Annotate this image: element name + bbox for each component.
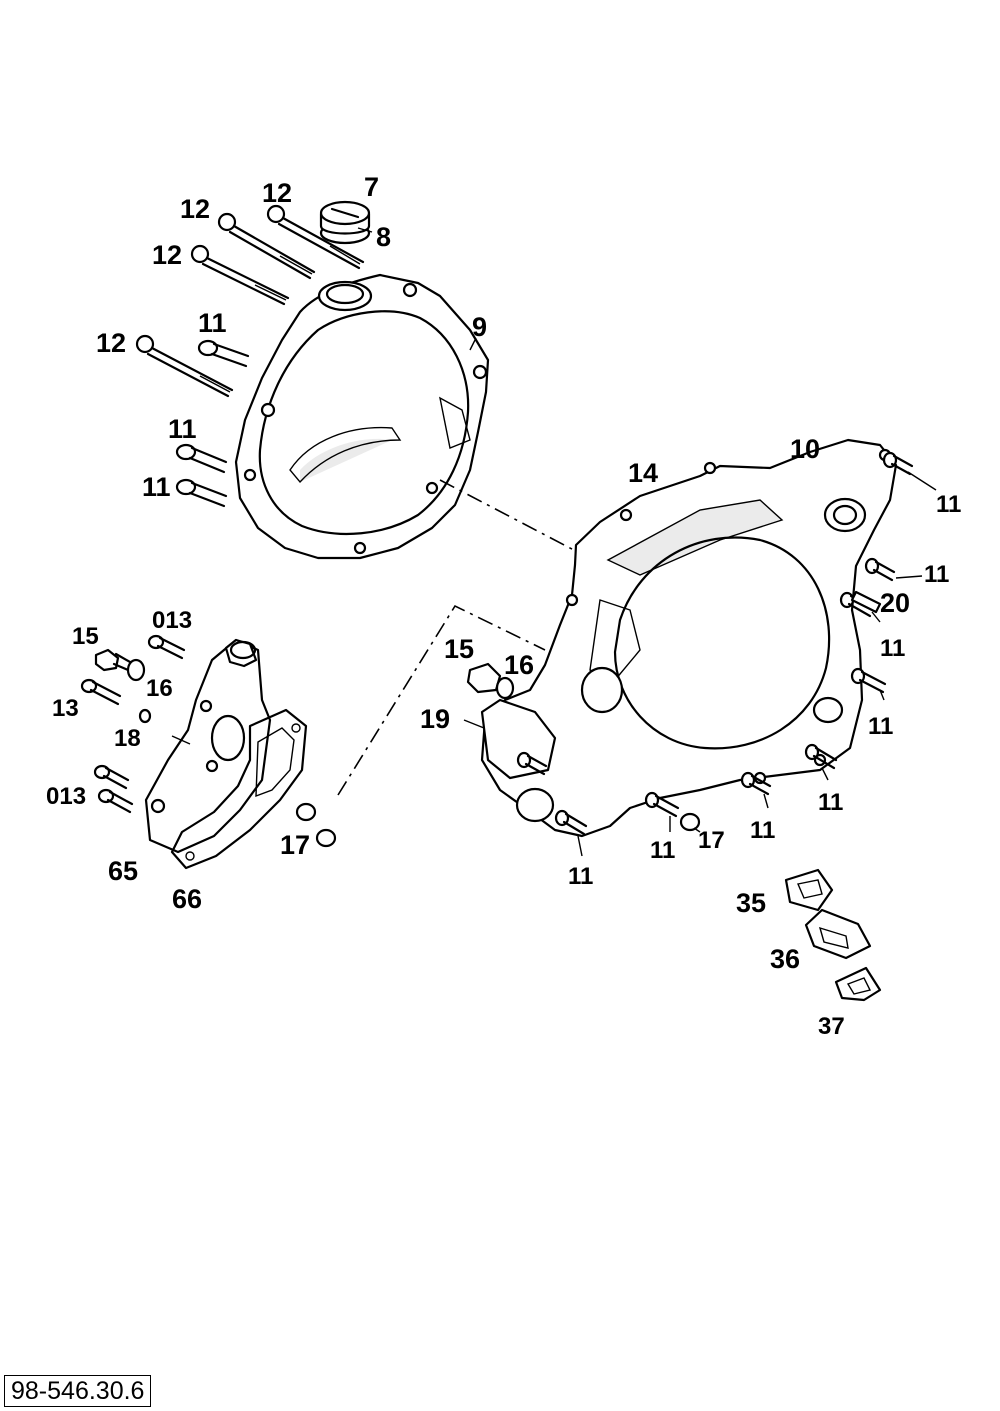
label-66: 66 [172,884,202,914]
label-9: 9 [472,312,487,342]
label-37: 37 [818,1013,845,1040]
label-19: 19 [420,704,450,734]
label-15-middle: 15 [444,634,474,664]
label-11-d: 11 [936,491,961,518]
label-36: 36 [770,944,800,974]
label-18: 18 [114,725,141,752]
ignition-cover-part [480,438,898,838]
label-16-left: 16 [146,675,173,702]
label-12-c: 12 [152,240,182,270]
label-17-right: 17 [698,827,725,854]
rubber-parts [784,868,882,1002]
label-8: 8 [376,222,391,252]
label-013-top: 013 [152,607,192,634]
label-16-middle: 16 [504,650,534,680]
label-12-d: 12 [96,328,126,358]
label-11-k: 11 [568,863,593,890]
dowel-part [850,590,882,614]
label-013-bottom: 013 [46,783,86,810]
leader-lines [171,227,937,857]
label-11-e: 11 [924,561,949,588]
filler-cap-part [319,200,371,245]
label-11-j: 11 [650,837,675,864]
label-11-i: 11 [750,817,775,844]
short-bolts-upper [175,339,250,508]
label-35: 35 [736,888,766,918]
clutch-cover-part [234,273,490,560]
label-12-a: 12 [262,178,292,208]
label-11-h: 11 [818,789,843,816]
document-reference: 98-546.30.6 [4,1375,152,1407]
sleeve-middle [679,812,701,832]
water-pump-gasket-part [170,708,308,870]
label-17-left: 17 [280,830,310,860]
label-12-b: 12 [180,194,210,224]
label-11-f: 11 [880,635,905,662]
long-bolts [135,204,365,398]
callout-labels: 7 8 9 10 12 12 12 12 11 11 11 14 11 11 2… [46,172,961,1040]
label-65: 65 [108,856,138,886]
label-10: 10 [790,434,820,464]
label-11-a: 11 [198,308,227,338]
label-20: 20 [880,588,910,618]
short-bolts-right [516,451,914,836]
label-15-left: 15 [72,623,99,650]
water-pump-cover-part [144,638,272,854]
plug-washer-middle [466,662,515,700]
label-11-c: 11 [142,472,171,502]
label-14: 14 [628,458,658,488]
label-11-b: 11 [168,414,197,444]
label-11-g: 11 [868,713,893,740]
left-fasteners [80,634,337,848]
label-13: 13 [52,695,79,722]
label-7: 7 [364,172,379,202]
